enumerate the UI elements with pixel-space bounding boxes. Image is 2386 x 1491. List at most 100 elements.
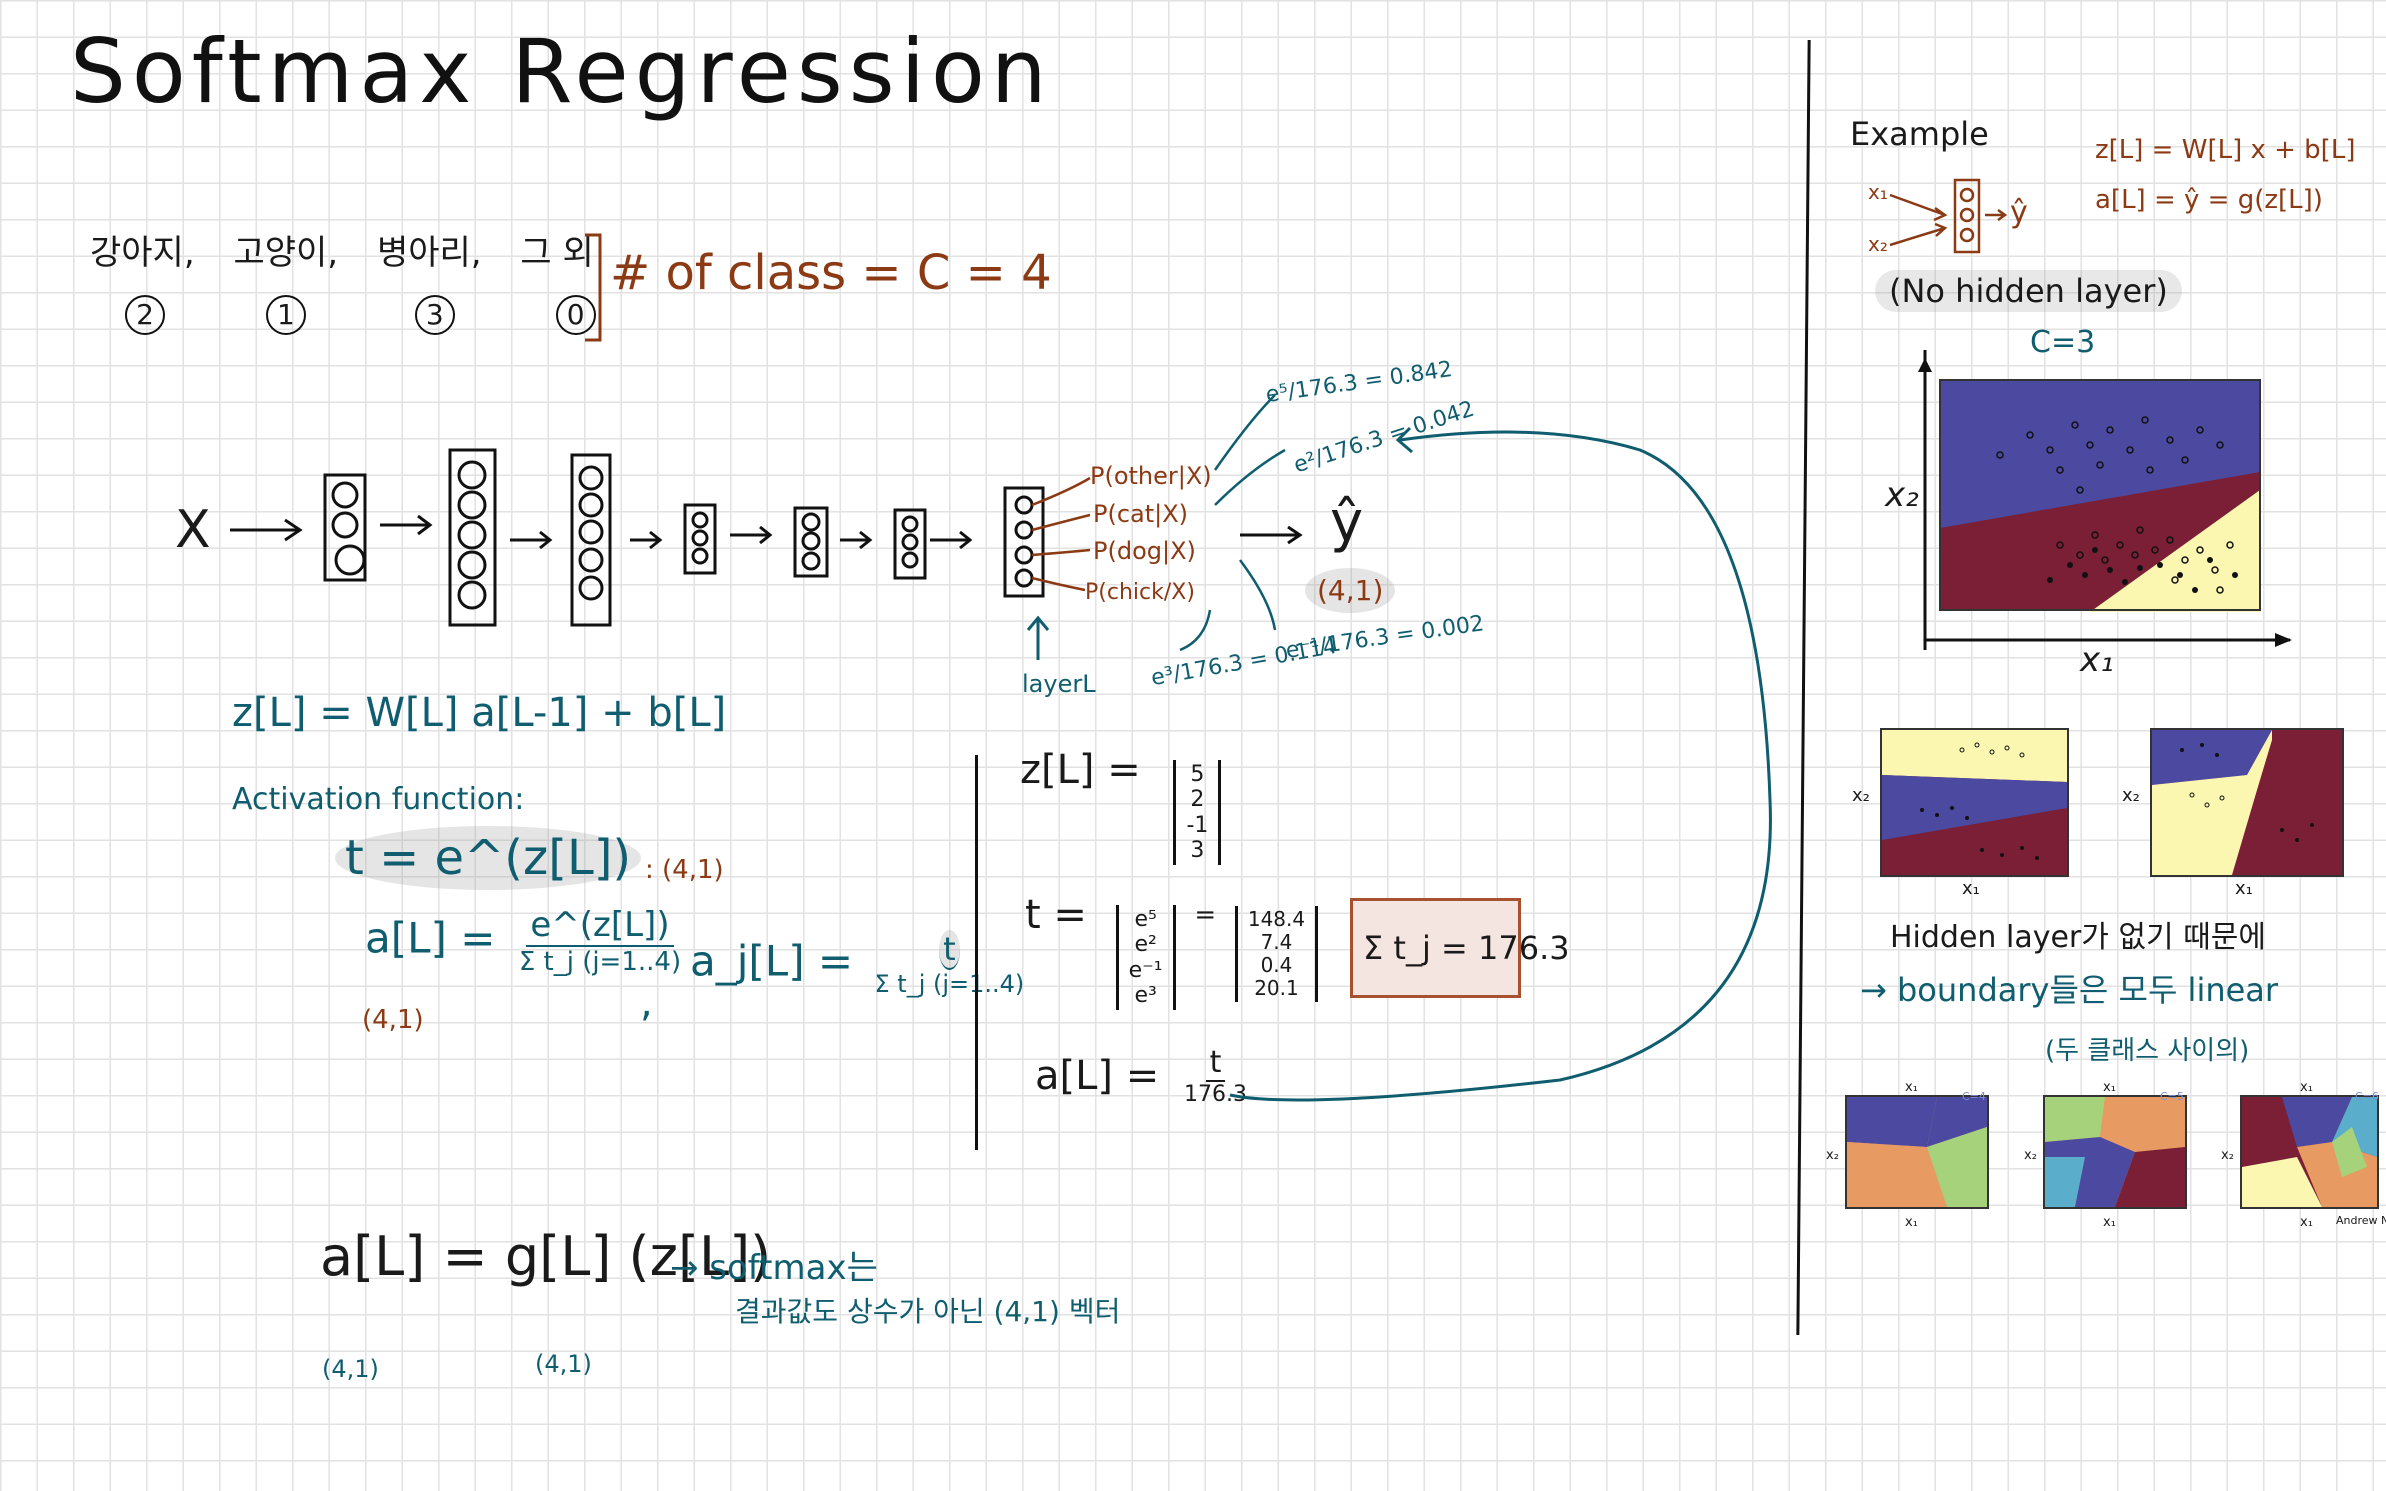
class-id-chick: 3 (414, 295, 455, 335)
arrow-6 (840, 530, 873, 550)
bottom-plot-3-ylabel: x₂ (2221, 1148, 2234, 1163)
eq-aj: a_j[L] = t Σ t_j (j=1..4) (690, 930, 1024, 998)
example-eq-1: z[L] = W[L] x + b[L] (2095, 135, 2356, 165)
arrow-2 (380, 514, 433, 536)
example-input-1: x₁ (1868, 180, 1888, 204)
eq-g-text: a[L] = g[L] (z[L]) (320, 1225, 772, 1288)
bottom-plot-3-xlabel-top: x₁ (2300, 1080, 2313, 1095)
class-name-cat: 고양이, (233, 233, 339, 273)
bottom-plot-2-tag: C=5 (2160, 1090, 2184, 1103)
class-id-cat: 1 (265, 295, 306, 335)
result-arrow (1229, 426, 1772, 1102)
eq-aj-num: t (939, 930, 960, 970)
calc-a: a[L] = t 176.3 (1035, 1045, 1247, 1107)
arrow-5 (730, 525, 773, 545)
layer-1 (323, 473, 367, 582)
t-val-2: 7.4 (1260, 930, 1293, 954)
softmax-note-2: 결과값도 상수가 아닌 (4,1) 벡터 (735, 1295, 1121, 1328)
eq-t: t = e^(z[L]) (335, 826, 642, 890)
output-shape: (4,1) (1305, 568, 1396, 613)
z-val-3: -1 (1186, 812, 1209, 838)
calc-a-label: a[L] = (1035, 1053, 1160, 1099)
calc-t-label: t = (1025, 892, 1087, 938)
z-val-2: 2 (1190, 787, 1205, 813)
layer-L (1003, 486, 1045, 598)
class-ids: 2 1 3 0 (125, 295, 596, 335)
calc-a-num: t (1205, 1045, 1226, 1082)
t-exp-2: e² (1134, 932, 1157, 958)
class-id-other: 0 (555, 295, 596, 335)
t-val-4: 20.1 (1254, 976, 1299, 1000)
eq-t-shape: : (4,1) (645, 855, 724, 885)
example-network (1889, 178, 2008, 254)
eq-a-frac: e^(z[L]) Σ t_j (j=1..4) (519, 905, 681, 977)
calc-a-den: 176.3 (1183, 1082, 1247, 1107)
class-bracket (585, 233, 602, 342)
arrow-4 (630, 530, 663, 550)
arrow-7 (930, 530, 973, 550)
bottom-plot-2-ylabel: x₂ (2024, 1148, 2037, 1163)
calc-z: z[L] = 5 2 -1 3 (1020, 745, 1222, 866)
prob-other: P(other|X) (1090, 462, 1212, 490)
layer-5 (793, 506, 829, 578)
small-plot-2-xlabel: x₁ (2235, 878, 2253, 899)
no-hidden-label: (No hidden layer) (1875, 270, 2182, 312)
arrow-3 (510, 530, 553, 550)
example-label: Example (1850, 115, 1989, 153)
eq-a-den: Σ t_j (j=1..4) (518, 947, 682, 977)
layer-label: layerL (1022, 670, 1096, 698)
network-input: X (175, 500, 211, 560)
prob-chick: P(chick/X) (1085, 580, 1195, 605)
calc-a-frac: t 176.3 (1184, 1045, 1247, 1107)
data-points (1996, 416, 2234, 594)
example-output: ŷ (2010, 195, 2028, 230)
z-val-1: 5 (1190, 762, 1205, 787)
bottom-plot-1 (1845, 1095, 1989, 1209)
example-input-2: x₂ (1868, 232, 1888, 256)
bottom-plot-1-ylabel: x₂ (1826, 1148, 1839, 1163)
bottom-plot-2-xlabel-top: x₁ (2103, 1080, 2116, 1095)
t-exp-4: e³ (1134, 982, 1157, 1008)
eq-g: a[L] = g[L] (z[L]) (320, 1225, 771, 1288)
t-val-3: 0.4 (1260, 953, 1293, 977)
small-plot-1-ylabel: x₂ (1852, 785, 1870, 806)
eq-aj-frac: t Σ t_j (j=1..4) (874, 930, 1024, 998)
t-exp-3: e⁻¹ (1128, 957, 1163, 983)
calc-z-vector: 5 2 -1 3 (1173, 760, 1222, 866)
calc-z-label: z[L] = (1020, 747, 1141, 793)
big-plot-ylabel: x₂ (1885, 475, 1919, 515)
decision-regions (1939, 379, 2261, 612)
network-output: ŷ (1330, 490, 1364, 555)
arrow-out (1240, 525, 1303, 545)
network-diagram (230, 394, 1303, 660)
bottom-plot-3-xlabel: x₁ (2300, 1215, 2313, 1230)
small-plot-2 (2150, 728, 2344, 877)
eq-comma: , (640, 980, 653, 1026)
calc-t: t = e⁵ e² e⁻¹ e³ = 148.4 7.4 0.4 20.1 (1025, 890, 1319, 1011)
bottom-plot-2-xlabel: x₁ (2103, 1215, 2116, 1230)
eq-a-shape: (4,1) (362, 1005, 424, 1035)
note-hidden: Hidden layer가 없기 때문에 (1890, 920, 2266, 955)
class-name-chick: 병아리, (376, 233, 482, 273)
layer-3 (570, 453, 612, 627)
eq-a-num: e^(z[L]) (526, 905, 674, 947)
big-plot-xlabel: x₁ (2080, 640, 2114, 680)
layer-2 (448, 448, 497, 627)
class-name-dog: 강아지, (90, 233, 195, 273)
bottom-plot-1-xlabel-top: x₁ (1905, 1080, 1918, 1095)
bottom-plot-1-xlabel: x₁ (1905, 1215, 1918, 1230)
class-names: 강아지, 고양이, 병아리, 그 외 (90, 225, 594, 274)
class-count: # of class = C = 4 (610, 245, 1052, 301)
z-val-4: 3 (1190, 837, 1205, 863)
eq-linear: z[L] = W[L] a[L-1] + b[L] (232, 690, 727, 736)
eq-g-shape-left: (4,1) (322, 1355, 379, 1383)
small-plot-1 (1880, 728, 2069, 877)
eq-aj-den: Σ t_j (j=1..4) (874, 970, 1025, 998)
note-two-classes: (두 클래스 사이의) (2045, 1036, 2250, 1066)
t-exp-1: e⁵ (1134, 907, 1157, 932)
eq-a-left: a[L] = (365, 913, 496, 963)
calc-t-exp-vector: e⁵ e² e⁻¹ e³ (1115, 905, 1176, 1011)
small-plot-2-ylabel: x₂ (2122, 785, 2140, 806)
activation-label: Activation function: (232, 782, 525, 817)
class-name-other: 그 외 (520, 233, 594, 273)
